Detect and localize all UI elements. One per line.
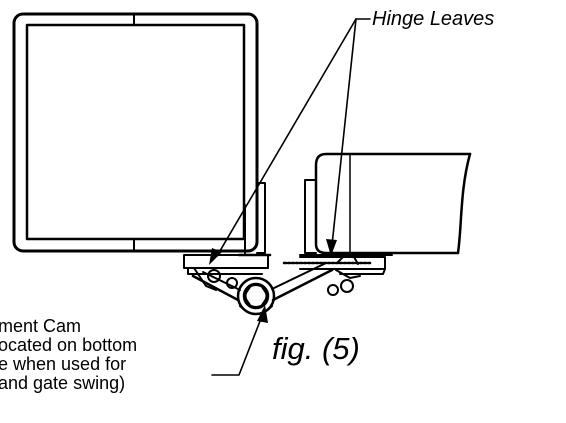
adjustment-cam-note-line-2: ocated on bottom [0, 335, 138, 355]
cam-leader [211, 315, 263, 376]
leader-arrowheads [209, 239, 337, 323]
adjustment-cam-note-line-4: and gate swing) [0, 373, 126, 393]
right-post [299, 152, 472, 256]
left-gate-panel [12, 12, 259, 253]
hinge-leaf-arms [191, 254, 361, 302]
hinge-leaves-leaders [216, 18, 371, 257]
figure-label: fig. (5) [272, 331, 360, 366]
adjustment-cam-note: ment Cam ocated on bottom e when used fo… [0, 317, 137, 393]
hinge-leaves-label: Hinge Leaves [372, 8, 495, 30]
adjustment-cam-note-line-3: e when used for [0, 354, 127, 374]
adjustment-cam [236, 276, 276, 316]
adjustment-cam-note-line-1: ment Cam [0, 316, 82, 336]
